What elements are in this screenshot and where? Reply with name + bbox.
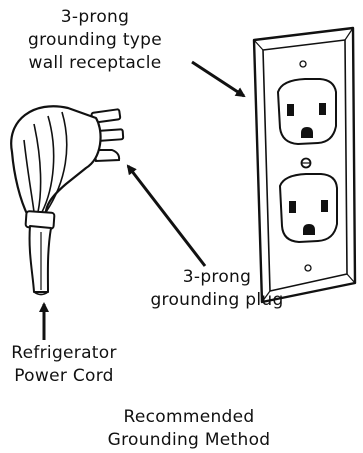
slot-upper-left <box>287 104 294 116</box>
label-receptacle-line3: wall receptacle <box>28 53 162 73</box>
bevel-corners <box>253 27 356 303</box>
label-receptacle-line1: 3-prong <box>60 7 130 27</box>
label-cord: Refrigerator Power Cord <box>2 342 126 388</box>
grounding-plug <box>10 105 125 296</box>
wall-receptacle <box>252 26 357 304</box>
ground-hole-upper <box>301 127 313 138</box>
plug-grip-ribs <box>23 111 68 213</box>
arrow-receptacle <box>191 60 246 98</box>
slot-lower-right <box>321 200 328 212</box>
label-plug-line1: 3-prong <box>182 267 252 287</box>
plate-screw-bottom <box>304 264 312 272</box>
outlet-lower <box>278 173 338 244</box>
label-cord-line1: Refrigerator <box>11 343 117 363</box>
slot-upper-right <box>319 103 326 115</box>
label-plug: 3-prong grounding plug <box>142 266 292 312</box>
slot-lower-left <box>289 201 296 213</box>
ground-hole-lower <box>303 224 315 235</box>
label-plug-line2: grounding plug <box>150 290 284 310</box>
power-cord <box>28 225 52 293</box>
label-cord-line2: Power Cord <box>14 366 114 386</box>
outlet-upper <box>276 78 337 146</box>
label-receptacle: 3-prong grounding type wall receptacle <box>2 6 188 75</box>
caption-line2: Grounding Method <box>107 430 271 450</box>
arrow-plug <box>126 164 207 267</box>
caption-line1: Recommended <box>123 407 255 427</box>
plate-screw-top <box>299 60 307 68</box>
plug-head <box>10 105 102 220</box>
label-receptacle-line2: grounding type <box>27 30 163 50</box>
caption: Recommended Grounding Method <box>104 406 274 452</box>
annotation-arrows <box>39 60 246 340</box>
prong-ground <box>92 149 121 163</box>
